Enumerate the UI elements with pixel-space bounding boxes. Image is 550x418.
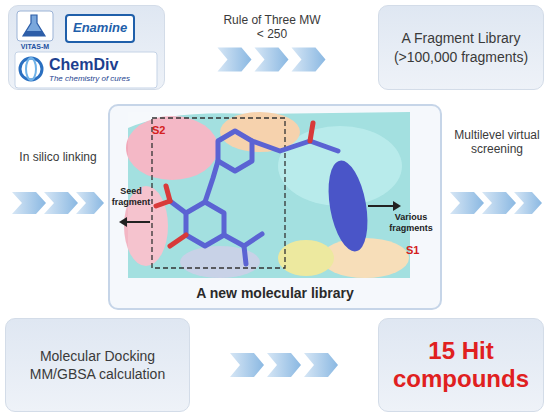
art-shape — [126, 221, 150, 223]
flask-logo — [17, 11, 53, 41]
node-text: 15 Hit compounds — [389, 337, 534, 392]
node-text: The chemistry of cures — [49, 74, 130, 84]
flow-arrow — [218, 48, 326, 72]
art-shape — [244, 246, 246, 264]
chevron — [44, 192, 78, 214]
art-shape — [26, 58, 36, 80]
annotation-label: S2 — [152, 124, 165, 137]
annotation-label: Various fragments — [383, 212, 439, 234]
molecule — [170, 131, 338, 264]
chevron — [514, 192, 542, 214]
chevron — [292, 48, 326, 72]
hetero-atoms — [156, 123, 313, 246]
flow-arrow — [230, 353, 338, 377]
chevron — [255, 48, 289, 72]
node-text: VITAS-M — [13, 42, 57, 51]
art-shape — [368, 205, 394, 207]
annotation-label: In silico linking — [8, 150, 108, 164]
art-shape — [205, 161, 218, 202]
method-panel: Molecular Docking MM/GBSA calculation — [5, 318, 190, 412]
node-text: A Fragment Library (>100,000 fragments) — [386, 29, 536, 65]
chevron — [482, 192, 516, 214]
art-shape — [252, 141, 338, 151]
chevron — [76, 192, 104, 214]
art-shape — [15, 52, 157, 88]
art-shape — [23, 31, 45, 36]
fragment-ellipse — [322, 158, 373, 255]
art-shape — [393, 201, 401, 211]
seed-box — [152, 118, 285, 268]
art-shape — [156, 201, 170, 206]
result-panel: 15 Hit compounds — [378, 318, 544, 412]
pointer-arrows — [119, 201, 401, 227]
protein-surface — [124, 112, 410, 278]
flow-chevrons — [12, 192, 104, 214]
molecule-illustration — [110, 106, 444, 312]
art-shape — [170, 201, 186, 213]
chevron — [267, 353, 301, 377]
chevron — [230, 353, 264, 377]
node-text: Molecular Docking MM/GBSA calculation — [18, 347, 178, 383]
chevron — [450, 192, 484, 214]
logo-panel: VITAS-M EnamineChemDivThe chemistry of cu… — [8, 5, 165, 90]
art-shape — [17, 11, 53, 41]
node-text: ChemDiv — [49, 55, 118, 76]
node-text: Enamine — [65, 14, 135, 43]
art-shape — [20, 58, 42, 80]
art-shape — [218, 131, 252, 171]
art-shape — [186, 202, 224, 246]
art-shape — [128, 112, 410, 278]
annotation-label: Seed fragment — [111, 186, 151, 208]
annotation-label: Multilevel virtual screening — [448, 128, 546, 157]
flow-chevrons — [450, 192, 542, 214]
art-shape — [170, 235, 186, 246]
art-shape — [119, 217, 127, 227]
chevron — [12, 192, 46, 214]
chevron — [218, 48, 252, 72]
chemdiv-swirl — [15, 52, 157, 88]
annotation-label: S1 — [406, 244, 419, 257]
chevron — [304, 353, 338, 377]
library-panel: A Fragment Library (>100,000 fragments) — [378, 5, 544, 90]
art-shape — [23, 15, 45, 36]
node-text: A new molecular library — [110, 284, 440, 302]
edge-label: Rule of Three MW < 250 — [222, 13, 322, 42]
art-shape — [128, 112, 410, 278]
art-shape — [310, 123, 313, 141]
